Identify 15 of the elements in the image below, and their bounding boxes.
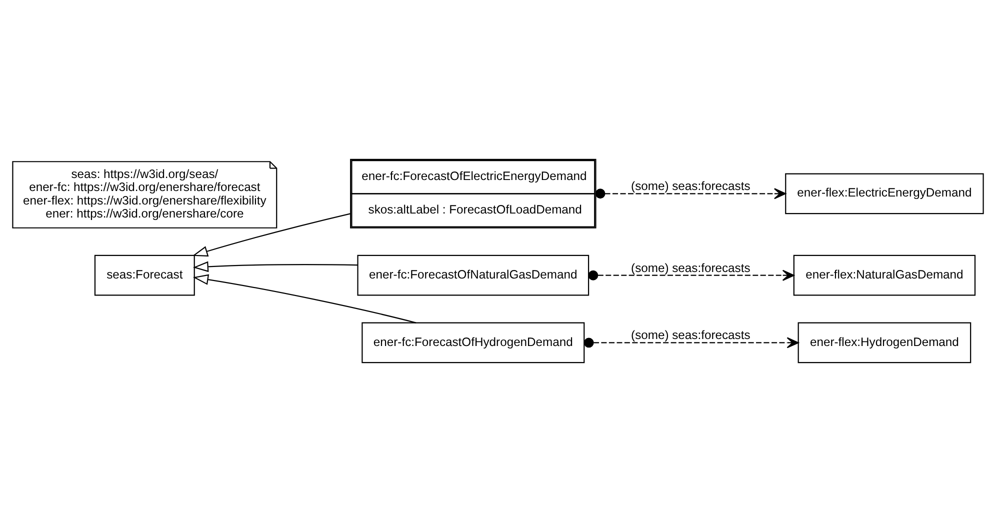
arrow <box>192 274 416 324</box>
arrow <box>595 188 786 200</box>
arrow <box>192 213 351 257</box>
edge-label: (some) seas:forecasts <box>631 179 750 194</box>
node-box: ener-fc:ForecastOfHydrogenDemand <box>362 322 585 364</box>
node-box: ener-fc:ForecastOfNaturalGasDemand <box>357 254 590 296</box>
node-box: ener-flex:NaturalGasDemand <box>793 254 976 296</box>
edge-label: (some) seas:forecasts <box>631 328 750 342</box>
edge-label: (some) seas:forecasts <box>631 260 750 275</box>
node-box: seas:Forecast <box>94 254 195 296</box>
node-box: ener-flex:HydrogenDemand <box>798 322 972 364</box>
arrow <box>584 337 799 348</box>
arrow <box>588 270 794 281</box>
arrow <box>192 261 358 272</box>
node-box: ener-flex:ElectricEnergyDemand <box>785 173 984 214</box>
